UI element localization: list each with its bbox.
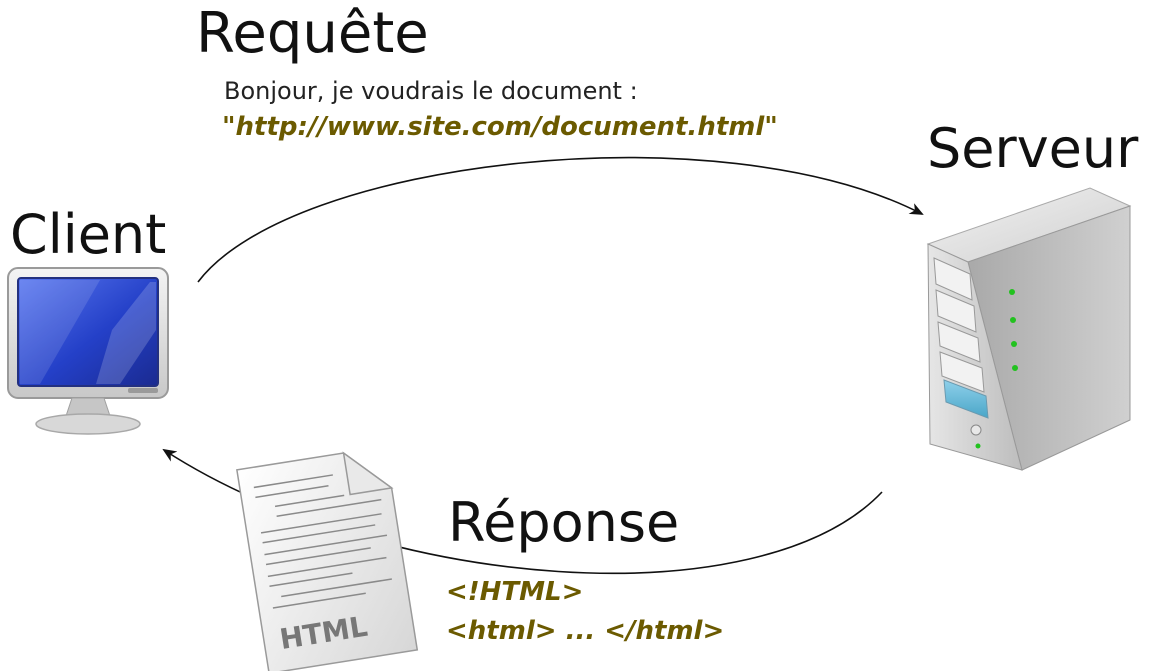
- response-title: Réponse: [448, 491, 680, 554]
- monitor-icon: [7, 267, 169, 435]
- request-text: Bonjour, je voudrais le document :: [224, 77, 638, 105]
- server-tower-icon: [926, 187, 1132, 471]
- request-title: Requête: [196, 1, 429, 66]
- url-quote-close: ": [764, 112, 778, 142]
- html-document-icon: HTML: [236, 451, 419, 671]
- response-code-line1: <!HTML>: [446, 577, 584, 607]
- server-label: Serveur: [927, 117, 1139, 180]
- client-label: Client: [10, 203, 167, 266]
- request-url: "http://www.site.com/document.html": [222, 112, 778, 142]
- url-value: http://www.site.com/document.html: [235, 112, 765, 142]
- url-quote-open: ": [222, 112, 236, 142]
- response-code-line2: <html> ... </html>: [446, 616, 725, 646]
- request-arrow: [197, 156, 924, 283]
